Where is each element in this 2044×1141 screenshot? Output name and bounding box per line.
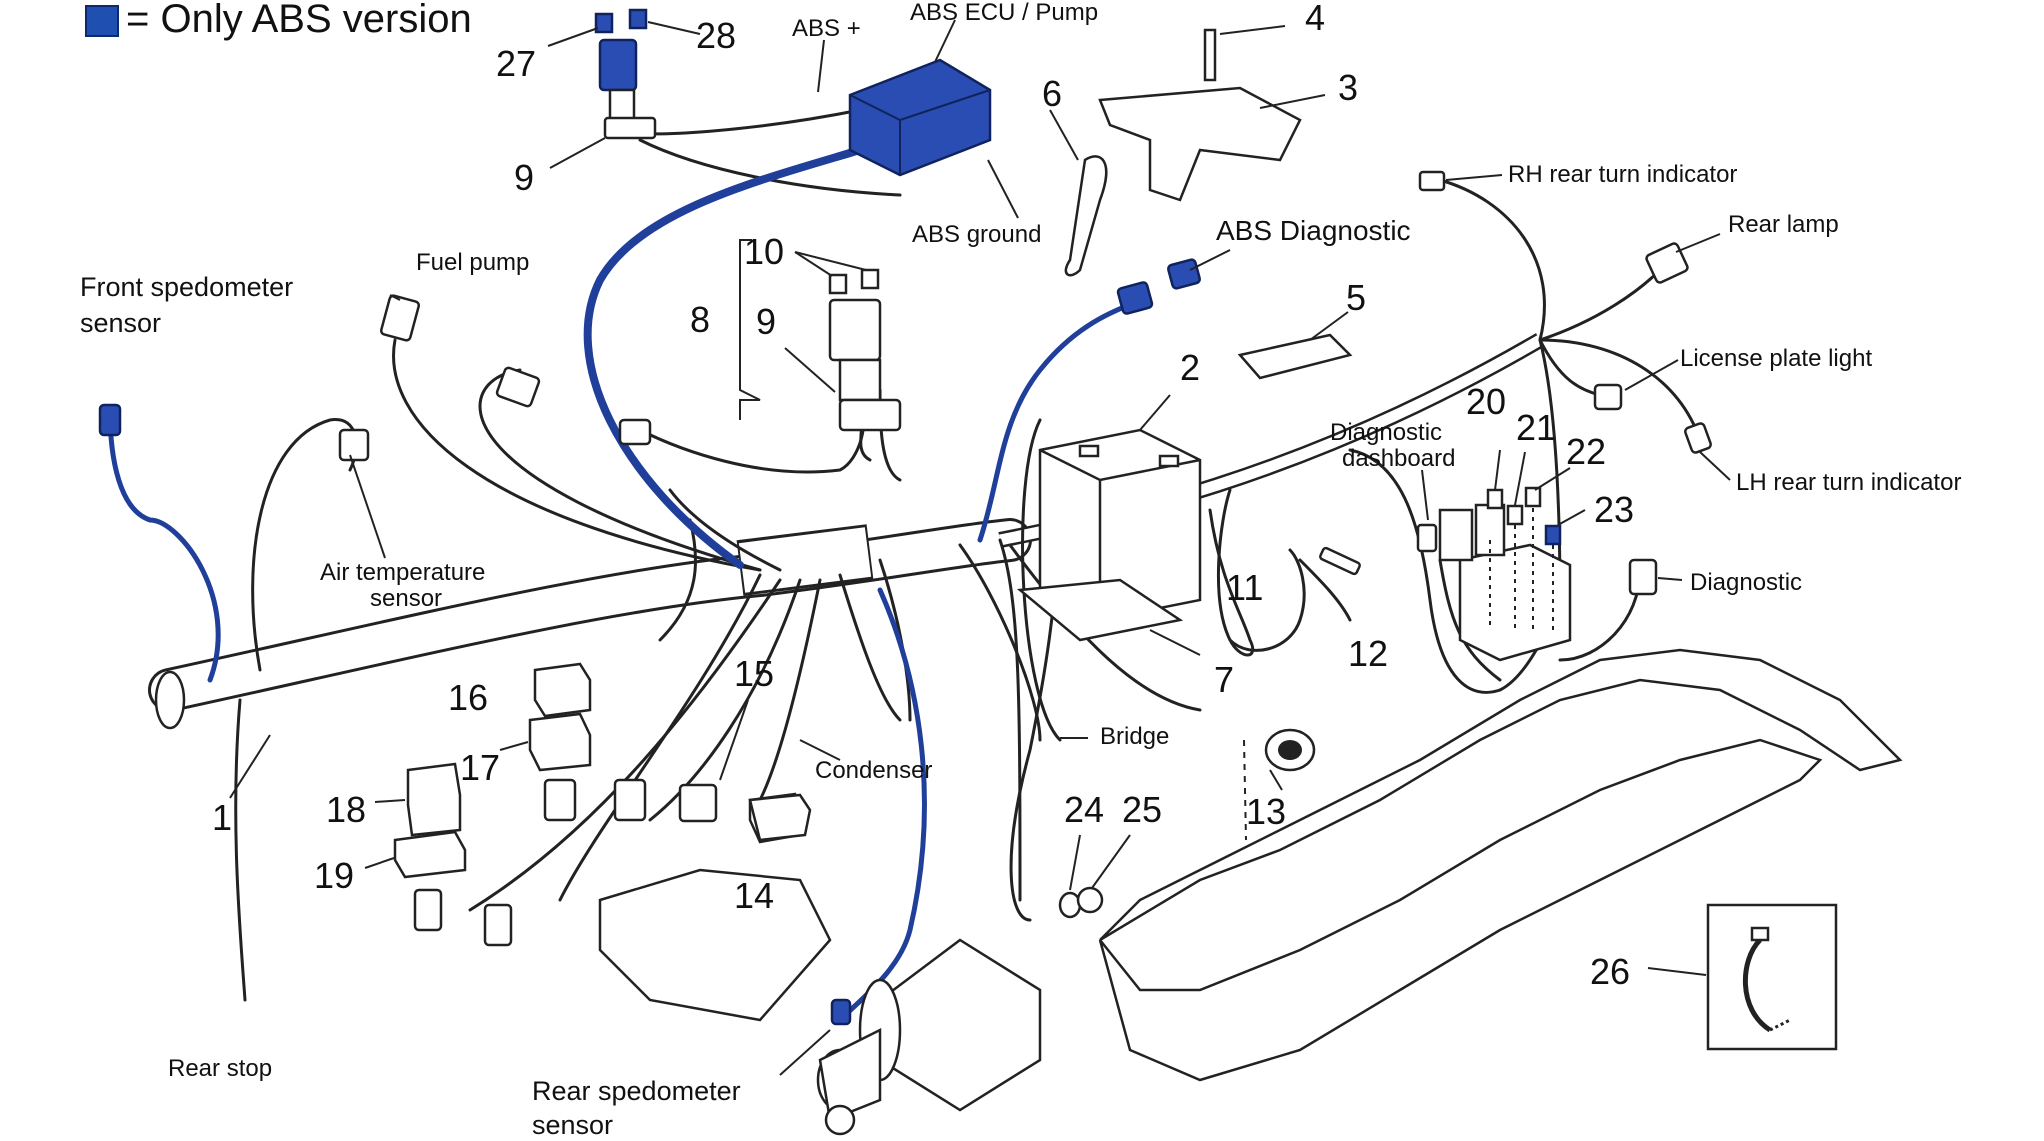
relay-holder [598, 868, 832, 1022]
label-bridge: Bridge [1100, 723, 1169, 750]
fuse-box [1438, 486, 1572, 662]
label-air-temp-2: sensor [370, 585, 442, 612]
label-diagnostic: Diagnostic [1690, 569, 1802, 596]
num-22: 22 [1566, 431, 1606, 472]
lh-rear-turn-connector [1684, 422, 1712, 454]
num-7: 7 [1214, 659, 1234, 700]
label-condenser: Condenser [815, 757, 932, 784]
abs-diagnostic-connector [1116, 281, 1154, 315]
rear-subframe [1098, 648, 1903, 1082]
diagnostic-connector [1628, 558, 1658, 596]
num-2: 2 [1180, 347, 1200, 388]
label-air-temp-1: Air temperature [320, 559, 485, 586]
num-24: 24 [1064, 789, 1104, 830]
num-20: 20 [1466, 381, 1506, 422]
label-abs-diagnostic: ABS Diagnostic [1216, 215, 1411, 246]
label-rear-stop: Rear stop [168, 1055, 272, 1082]
license-plate-connector [1593, 383, 1623, 411]
num-21: 21 [1516, 407, 1556, 448]
label-front-speedo-1: Front spedometer [80, 272, 293, 302]
clamp-26-box [1706, 903, 1838, 1051]
washer-24 [1058, 891, 1082, 919]
legend: = Only ABS version [85, 0, 472, 41]
rear-speedo-connector [830, 998, 852, 1026]
num-10: 10 [744, 231, 784, 272]
label-fuel-pump: Fuel pump [416, 249, 529, 276]
rh-rear-turn-connector [1418, 170, 1446, 192]
label-abs-plus: ABS + [792, 15, 861, 42]
num-4: 4 [1305, 0, 1325, 38]
label-abs-ecu: ABS ECU / Pump [910, 0, 1098, 26]
diag-dashboard-connector [1416, 523, 1438, 553]
num-8: 8 [690, 299, 710, 340]
num-9a: 9 [514, 157, 534, 198]
abs-ecu-pump [848, 58, 992, 177]
leader-lines [229, 19, 1731, 1076]
num-1: 1 [212, 797, 232, 838]
num-9b: 9 [756, 301, 776, 342]
label-abs-ground: ABS ground [912, 221, 1041, 248]
num-15: 15 [734, 653, 774, 694]
rear-lamp-connector [1645, 242, 1689, 284]
legend-text: = Only ABS version [126, 0, 472, 41]
label-rear-speedo-1: Rear spedometer [532, 1076, 741, 1106]
label-rear-speedo-2: sensor [532, 1110, 613, 1136]
num-13: 13 [1246, 791, 1286, 832]
num-12: 12 [1348, 633, 1388, 674]
num-3: 3 [1338, 67, 1358, 108]
num-14: 14 [734, 875, 774, 916]
num-5: 5 [1346, 277, 1366, 318]
wires [234, 98, 1702, 1002]
rod-6 [1064, 155, 1108, 277]
label-lh-rear-turn: LH rear turn indicator [1736, 469, 1961, 496]
battery-tray [1016, 578, 1184, 642]
label-rear-lamp: Rear lamp [1728, 211, 1839, 238]
num-17: 17 [460, 747, 500, 788]
label-5 [1237, 333, 1353, 380]
washer-25 [1076, 886, 1104, 914]
label-diag-dash-1: Diagnostic [1330, 419, 1442, 446]
legend-swatch [85, 5, 119, 37]
label-front-speedo-2: sensor [80, 308, 161, 338]
label-rh-rear-turn: RH rear turn indicator [1508, 161, 1737, 188]
num-19: 19 [314, 855, 354, 896]
air-temp-connector [338, 428, 370, 462]
part-numbers: 1 2 3 4 5 6 7 8 9 9 10 11 12 13 14 15 16… [212, 0, 1634, 992]
starter-motor [816, 938, 1042, 1136]
fuel-pump-connector [379, 294, 421, 342]
num-26: 26 [1590, 951, 1630, 992]
condenser-14 [748, 793, 812, 842]
labels: ABS ECU / Pump ABS + ABS ground ABS Diag… [80, 0, 1961, 1140]
label-license-plate: License plate light [1680, 345, 1872, 372]
fuse-holder-mid [828, 268, 902, 432]
num-16: 16 [448, 677, 488, 718]
num-18: 18 [326, 789, 366, 830]
num-27: 27 [496, 43, 536, 84]
num-28: 28 [696, 15, 736, 56]
front-speedo-connector [98, 403, 122, 437]
num-23: 23 [1594, 489, 1634, 530]
relays [393, 662, 592, 879]
num-6: 6 [1042, 73, 1062, 114]
num-25: 25 [1122, 789, 1162, 830]
num-11: 11 [1226, 567, 1263, 608]
fuse-holder-top [594, 8, 657, 140]
label-diag-dash-2: dashboard [1342, 445, 1455, 472]
bracket-3 [1098, 28, 1302, 202]
